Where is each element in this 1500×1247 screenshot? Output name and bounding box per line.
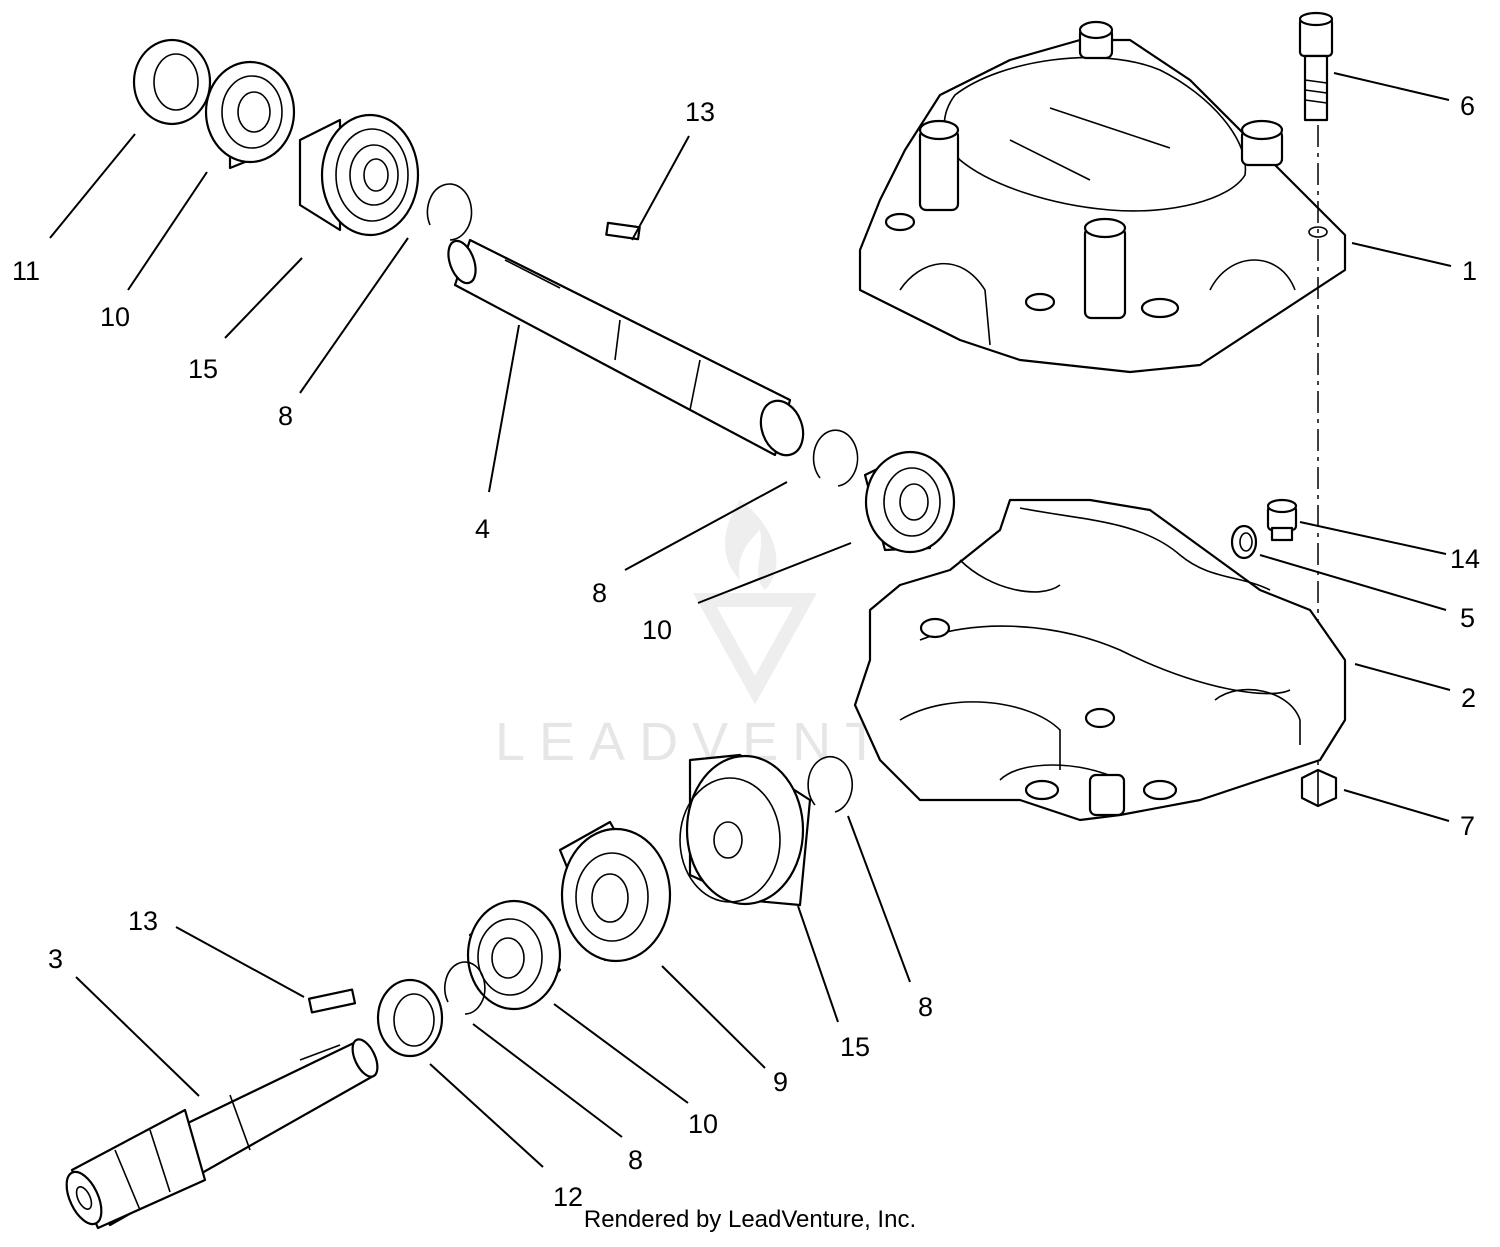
callout-6: 6 [1460, 91, 1475, 121]
part-4-shaft [447, 238, 805, 457]
part-8-snap-ring-lower-right [807, 755, 853, 813]
part-10-bearing-lower [466, 899, 562, 1011]
callout-4: 4 [475, 514, 490, 544]
watermark-v-icon [693, 593, 817, 705]
callout-10: 10 [100, 302, 130, 332]
callout-10: 10 [642, 615, 672, 645]
part-15-pulley-upper [298, 113, 420, 237]
part-13-key-upper [605, 221, 641, 241]
part-7-nut [1300, 768, 1338, 808]
callout-2: 2 [1461, 683, 1476, 713]
part-11-seal [132, 38, 212, 126]
callout-13: 13 [128, 906, 158, 936]
part-3-shaft [65, 1038, 379, 1230]
part-8-snap-ring-upper [426, 183, 473, 241]
part-15-pulley-lower [679, 753, 812, 907]
part-14-plug [1266, 498, 1298, 542]
callout-9: 9 [773, 1067, 788, 1097]
callout-11: 11 [12, 256, 40, 286]
callout-8: 8 [592, 578, 607, 608]
part-9-bearing [558, 820, 672, 963]
part-2-housing-lower [853, 498, 1347, 822]
footer-credit: Rendered by LeadVenture, Inc. [583, 1206, 917, 1233]
callout-1: 1 [1462, 256, 1477, 286]
callout-13: 13 [685, 97, 715, 127]
callout-15: 15 [188, 354, 218, 384]
part-8-snap-ring-middle [812, 429, 859, 487]
part-8-snap-ring-lower [444, 961, 486, 1015]
callout-14: 14 [1450, 544, 1480, 574]
part-12-seal [376, 978, 444, 1058]
leader-lines [49, 72, 1452, 1168]
callout-8: 8 [918, 992, 933, 1022]
part-1-housing-upper [858, 20, 1347, 374]
callout-10: 10 [688, 1109, 718, 1139]
part-13-key-lower [307, 988, 357, 1014]
callout-7: 7 [1460, 811, 1475, 841]
part-10-bearing-upper [204, 60, 296, 170]
callout-3: 3 [48, 944, 63, 974]
callout-8: 8 [628, 1145, 643, 1175]
callout-8: 8 [278, 401, 293, 431]
callout-12: 12 [553, 1182, 583, 1212]
callout-labels: 11 10 15 8 13 4 8 10 6 1 14 5 2 7 8 15 9… [12, 91, 1480, 1212]
part-5-washer [1230, 524, 1258, 560]
watermark-flame-icon [725, 500, 777, 590]
part-6-bolt [1298, 11, 1334, 122]
part-10-bearing-middle [863, 450, 956, 554]
callout-15: 15 [840, 1032, 870, 1062]
callout-5: 5 [1460, 603, 1475, 633]
